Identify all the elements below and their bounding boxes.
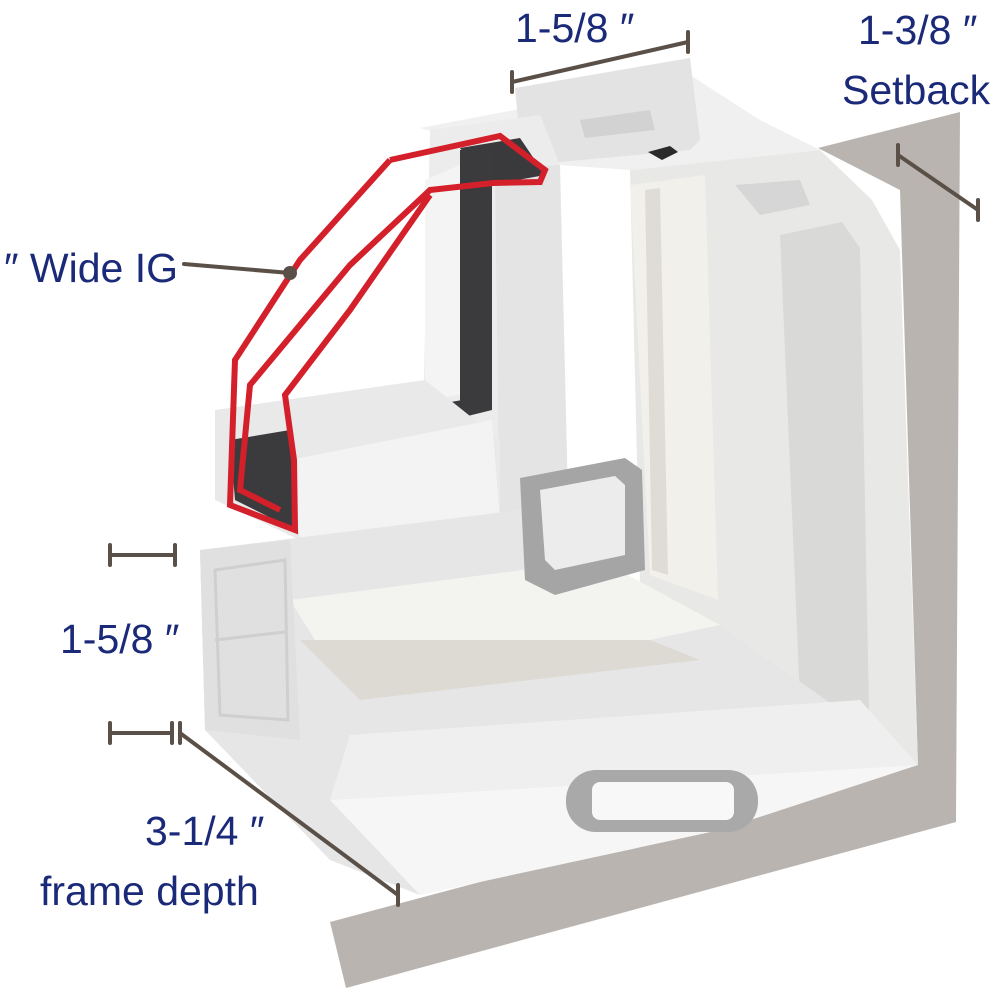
spacer-vertical	[460, 146, 492, 410]
jamb-top-chamber	[735, 180, 810, 215]
leader-ig	[182, 262, 292, 275]
setback-value-label: 1-3/8 ″	[858, 7, 978, 53]
frame-depth-word-label: frame depth	[40, 868, 259, 914]
ig-inner-outline	[226, 157, 433, 535]
setback-word-label: Setback	[842, 67, 991, 113]
sill-channel	[300, 640, 700, 700]
ig-outer-outline	[236, 132, 549, 513]
sill-profile-rib	[214, 630, 286, 642]
jamb-inner-edge	[645, 188, 668, 575]
ig-width-label: ″ Wide IG	[4, 245, 178, 291]
weep-slot-opening	[592, 782, 734, 820]
sash-width-left-label: 1-5/8 ″	[60, 616, 180, 662]
dimension-setback	[896, 143, 980, 222]
sill-slope	[330, 700, 918, 800]
sill-profile-left	[200, 540, 300, 740]
glass-pane	[425, 165, 460, 400]
frame-depth-value-label: 3-1/4 ″	[145, 808, 265, 854]
head-sash-profile	[515, 58, 700, 162]
weatherstrip	[648, 146, 678, 160]
reinforcement-tube-hollow	[540, 476, 625, 570]
sill-profile-detail	[213, 558, 290, 722]
dimension-sash-width-top	[510, 30, 690, 94]
dimension-frame-depth	[108, 721, 400, 907]
sash-width-top-label: 1-5/8 ″	[515, 5, 635, 51]
dimension-sash-width-left	[108, 543, 177, 567]
bottom-rail-face	[290, 420, 500, 540]
jamb-channel	[780, 222, 870, 760]
ig-leader-dot	[283, 266, 297, 280]
head-chamber	[580, 110, 655, 138]
